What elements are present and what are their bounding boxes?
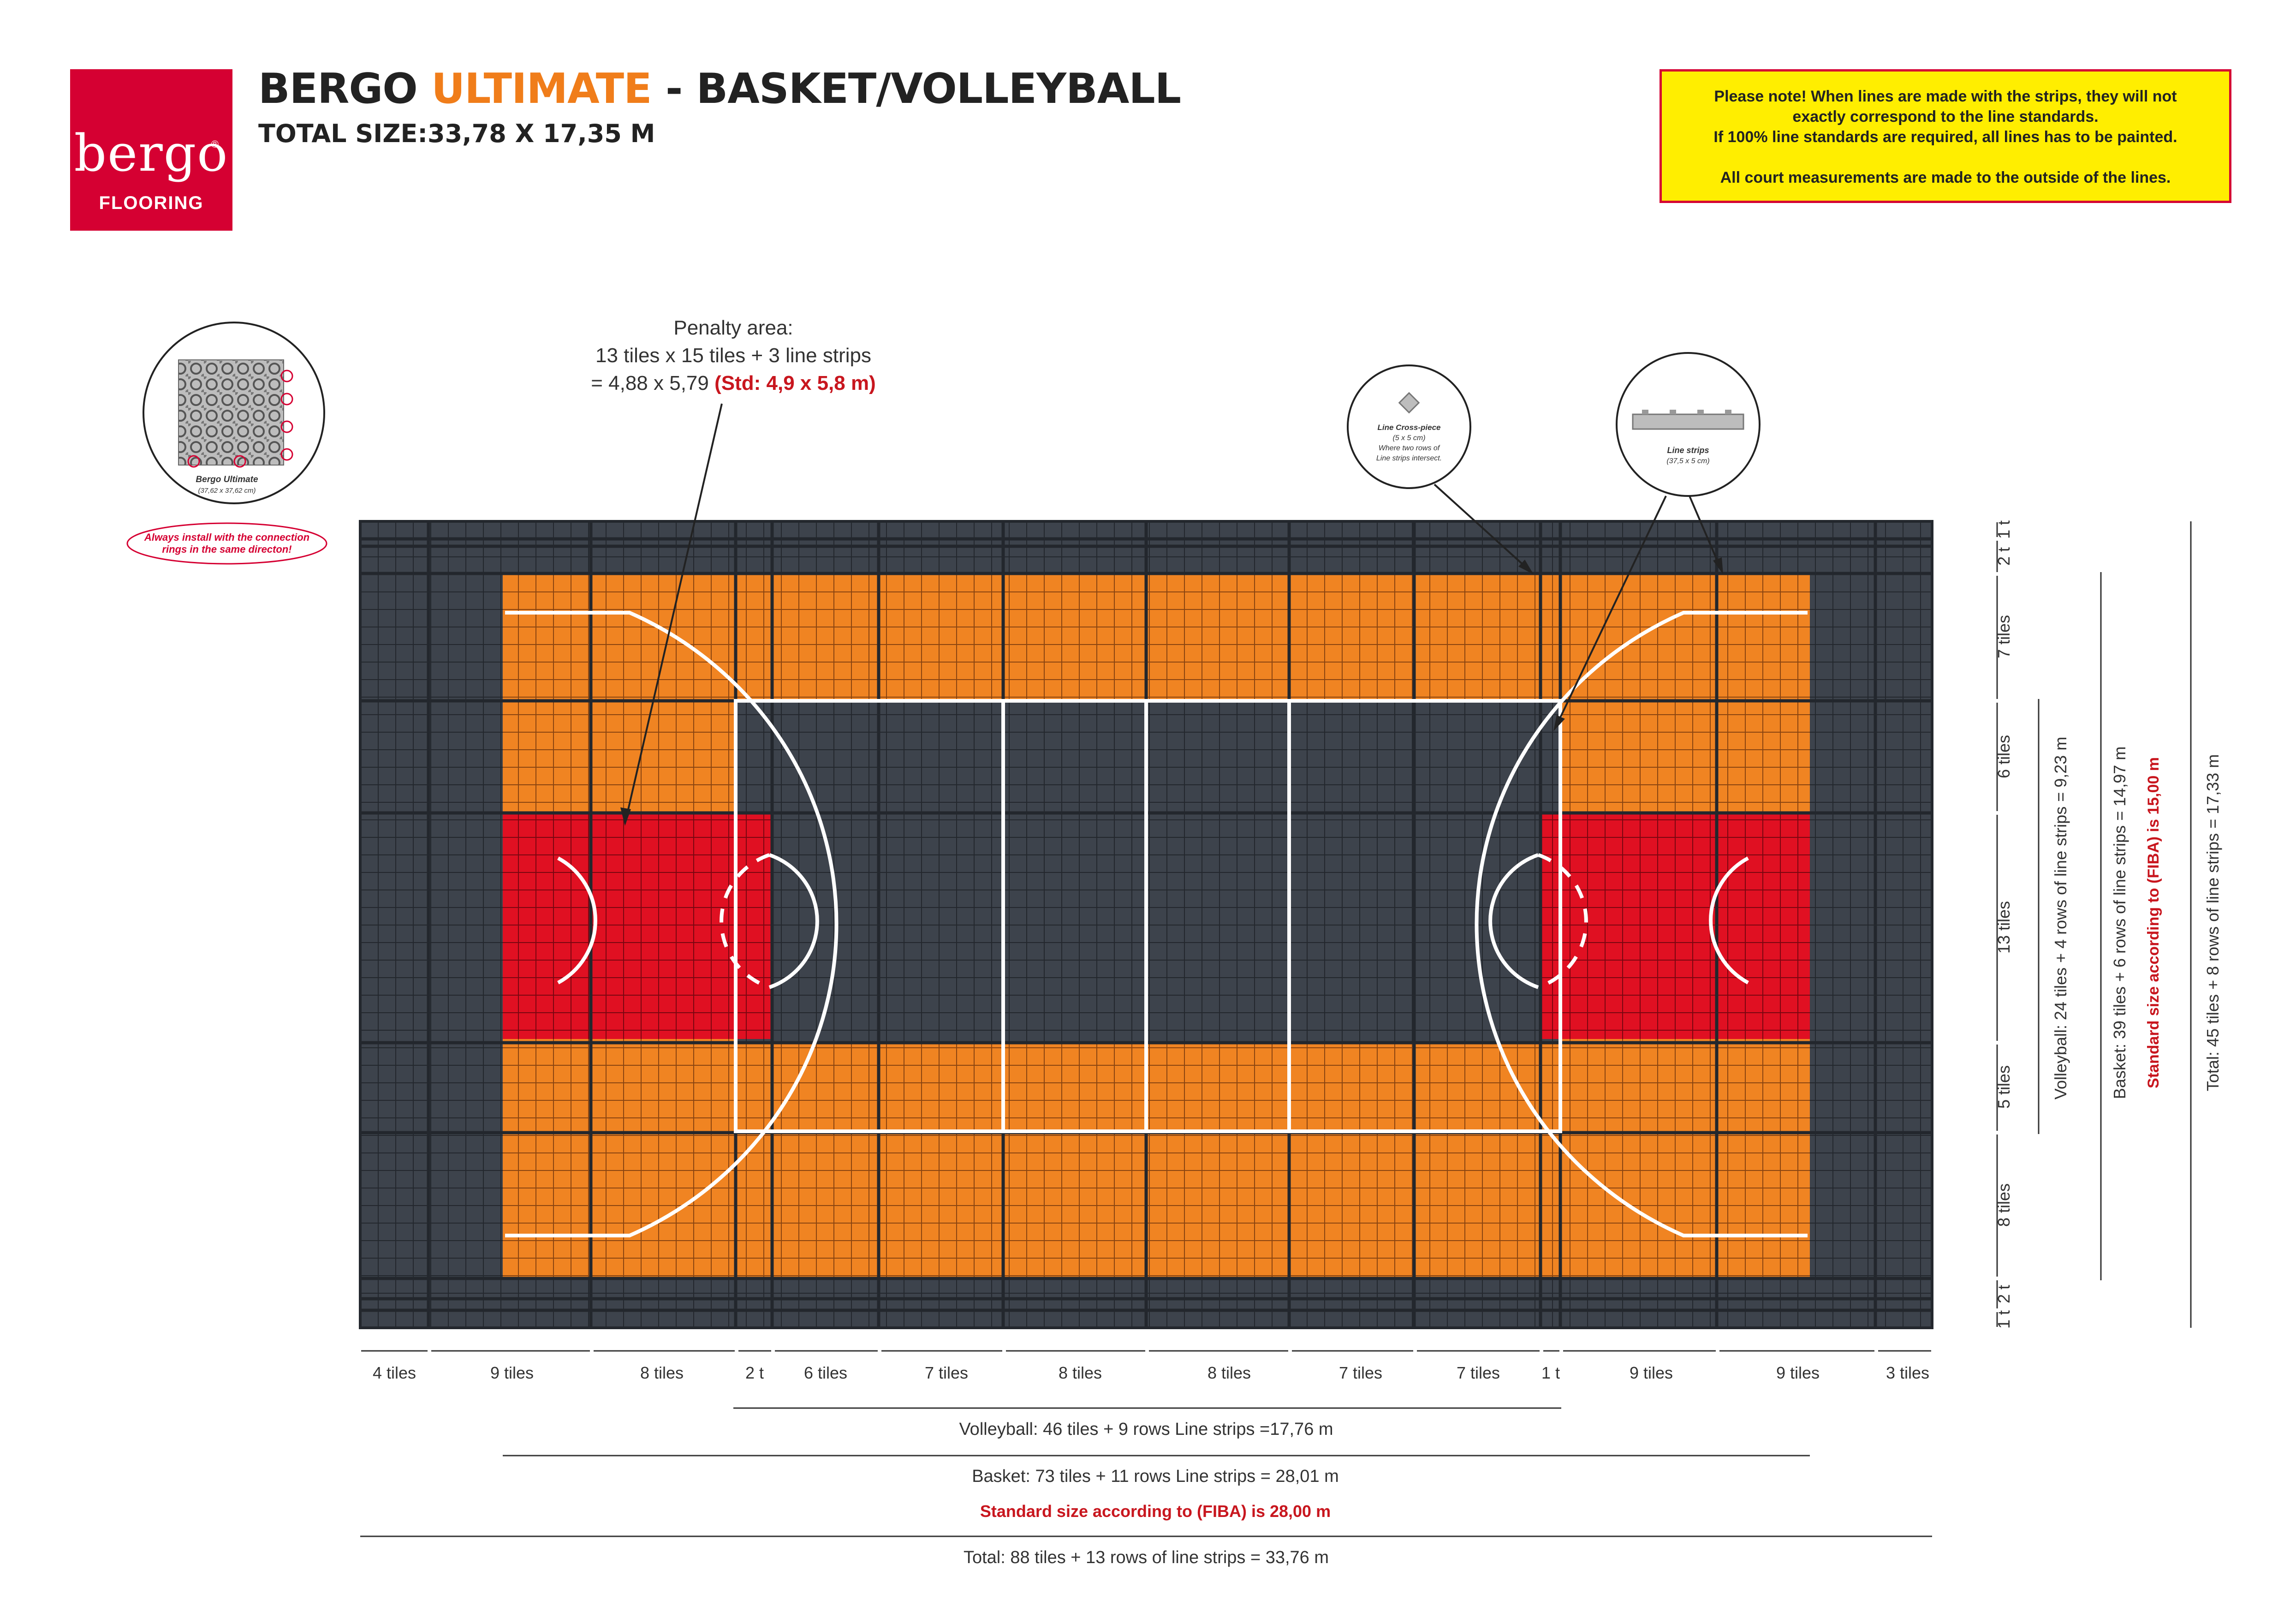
logo-word: bergo: [74, 124, 229, 183]
tile-callout: Bergo Ultimate (37,62 x 37,62 cm) Always…: [126, 322, 327, 565]
right-seg-9: 1 t: [1994, 1310, 2013, 1329]
tile-name: Bergo Ultimate: [196, 475, 258, 484]
crosspiece-icon: [1398, 392, 1420, 414]
court-border: [359, 520, 1933, 1329]
basket-vertical-label: Basket: 39 tiles + 6 rows of line strips…: [2110, 746, 2129, 1099]
right-seg-8: 2 t: [1994, 1285, 2013, 1303]
notice-line-5: All court measurements are made to the o…: [1720, 169, 2171, 186]
three-point-line-right: [1475, 611, 1808, 1237]
right-segment-labels: 1 t 2 t 7 tiles 6 tiles 13 tiles 5 tiles…: [1994, 520, 2013, 1329]
right-total-dimensions: [2038, 521, 2192, 1328]
bottom-seg-2: 9 tiles: [490, 1363, 534, 1382]
logo-sub: FLOORING: [99, 193, 204, 213]
crosspiece-callout: Line Cross-piece (5 x 5 cm) Where two ro…: [1347, 364, 1534, 574]
right-seg-3: 7 tiles: [1994, 615, 2013, 658]
notice-line-3: If 100% line standards are required, all…: [1713, 128, 2177, 146]
strips-size: (37,5 x 5 cm): [1666, 457, 1709, 465]
strips-pointer-1: [1689, 496, 1723, 572]
crosspiece-size: (5 x 5 cm): [1392, 434, 1425, 442]
crosspiece-desc-2: Line strips intersect.: [1376, 454, 1442, 462]
page-subtitle: TOTAL SIZE:33,78 X 17,35 M: [258, 119, 655, 148]
bottom-seg-7: 8 tiles: [1059, 1363, 1102, 1382]
right-seg-7: 8 tiles: [1994, 1183, 2013, 1227]
bottom-seg-8: 8 tiles: [1207, 1363, 1251, 1382]
bottom-seg-4: 2 t: [745, 1363, 764, 1382]
bottom-seg-10: 7 tiles: [1457, 1363, 1500, 1382]
orange-top-band: [503, 573, 1810, 701]
three-point-line-left: [505, 611, 839, 1237]
court: [359, 520, 1933, 1329]
bottom-seg-12: 9 tiles: [1630, 1363, 1673, 1382]
key-semicircle-right: [1709, 856, 1749, 985]
bottom-seg-6: 7 tiles: [925, 1363, 968, 1382]
right-seg-5: 13 tiles: [1994, 901, 2013, 954]
penalty-pointer: [624, 403, 723, 824]
strips-callout: Line strips (37,5 x 5 cm): [1553, 352, 1761, 731]
bottom-seg-13: 9 tiles: [1776, 1363, 1820, 1382]
penalty-area-right: [1541, 813, 1810, 1039]
tile-image: [178, 359, 284, 466]
total-horizontal-label: Total: 88 tiles + 13 rows of line strips…: [964, 1548, 1329, 1567]
connection-rings-icon: [187, 370, 293, 468]
right-seg-1: 1 t: [1994, 520, 2013, 539]
bottom-seg-3: 8 tiles: [640, 1363, 684, 1382]
penalty-line-1: Penalty area:: [673, 316, 793, 339]
title-highlight: ULTIMATE: [431, 65, 652, 113]
crosspiece-name: Line Cross-piece: [1378, 423, 1441, 432]
right-seg-6: 5 tiles: [1994, 1065, 2013, 1109]
logo-registered: ®: [211, 138, 219, 150]
bottom-seg-9: 7 tiles: [1339, 1363, 1382, 1382]
restricted-arc-left-dashed: [720, 853, 770, 989]
penalty-line-2: 13 tiles x 15 tiles + 3 line strips: [595, 344, 871, 367]
page-title: BERGO ULTIMATE - BASKET/VOLLEYBALL: [258, 65, 1181, 113]
volley-vertical-label: Volleyball: 24 tiles + 4 rows of line st…: [2051, 737, 2070, 1099]
strips-pointer-2: [1554, 496, 1667, 728]
right-seg-2: 2 t: [1994, 547, 2013, 566]
penalty-std: (Std: 4,9 x 5,8 m): [714, 372, 876, 394]
crosspiece-desc-1: Where two rows of: [1379, 444, 1440, 452]
restricted-arc-right-dashed: [1537, 853, 1588, 989]
bottom-total-dimensions: [360, 1407, 1932, 1537]
title-part1: BERGO: [258, 65, 432, 113]
bergo-logo: bergo ® FLOORING: [70, 69, 232, 231]
title-part2: - BASKET/VOLLEYBALL: [651, 65, 1181, 113]
volley-horizontal-label: Volleyball: 46 tiles + 9 rows Line strip…: [959, 1420, 1333, 1439]
tile-size: (37,62 x 37,62 cm): [198, 487, 256, 495]
orange-bottom-band: [503, 1043, 1810, 1278]
install-note-line-1: Always install with the connection: [144, 531, 309, 543]
notice-box: Please note! When lines are made with th…: [1660, 69, 2231, 203]
restricted-arc-right-solid: [1488, 853, 1539, 989]
fiba-vertical-label: Standard size according to (FIBA) is 15,…: [2145, 757, 2162, 1088]
notice-line-2: exactly correspond to the line standards…: [1792, 108, 2099, 125]
restricted-arc-left-solid: [768, 853, 819, 989]
bottom-seg-14: 3 tiles: [1886, 1363, 1929, 1382]
penalty-annotation: Penalty area: 13 tiles x 15 tiles + 3 li…: [591, 316, 876, 826]
install-note-ellipse: [126, 522, 327, 565]
total-vertical-label: Total: 45 tiles + 8 rows of line strips …: [2203, 754, 2222, 1091]
bottom-seg-5: 6 tiles: [804, 1363, 847, 1382]
court-lines: [505, 611, 1808, 1237]
right-seg-4: 6 tiles: [1994, 735, 2013, 778]
line-strip-icon: [1632, 413, 1744, 430]
strips-name: Line strips: [1667, 446, 1709, 455]
bottom-segment-labels: 4 tiles 9 tiles 8 tiles 2 t 6 tiles 7 ti…: [373, 1363, 1929, 1382]
penalty-area-left: [503, 813, 772, 1039]
penalty-value: = 4,88 x 5,79: [591, 372, 714, 394]
crosspiece-pointer: [1434, 484, 1532, 573]
notice-line-1: Please note! When lines are made with th…: [1714, 88, 2177, 105]
key-semicircle-left: [557, 856, 597, 985]
bottom-seg-1: 4 tiles: [373, 1363, 416, 1382]
bottom-seg-11: 1 t: [1541, 1363, 1560, 1382]
fiba-horizontal-label: Standard size according to (FIBA) is 28,…: [980, 1502, 1331, 1521]
basket-horizontal-label: Basket: 73 tiles + 11 rows Line strips =…: [972, 1467, 1339, 1486]
install-note-line-2: rings in the same directon!: [162, 543, 291, 555]
penalty-line-3: = 4,88 x 5,79 (Std: 4,9 x 5,8 m): [591, 372, 876, 394]
